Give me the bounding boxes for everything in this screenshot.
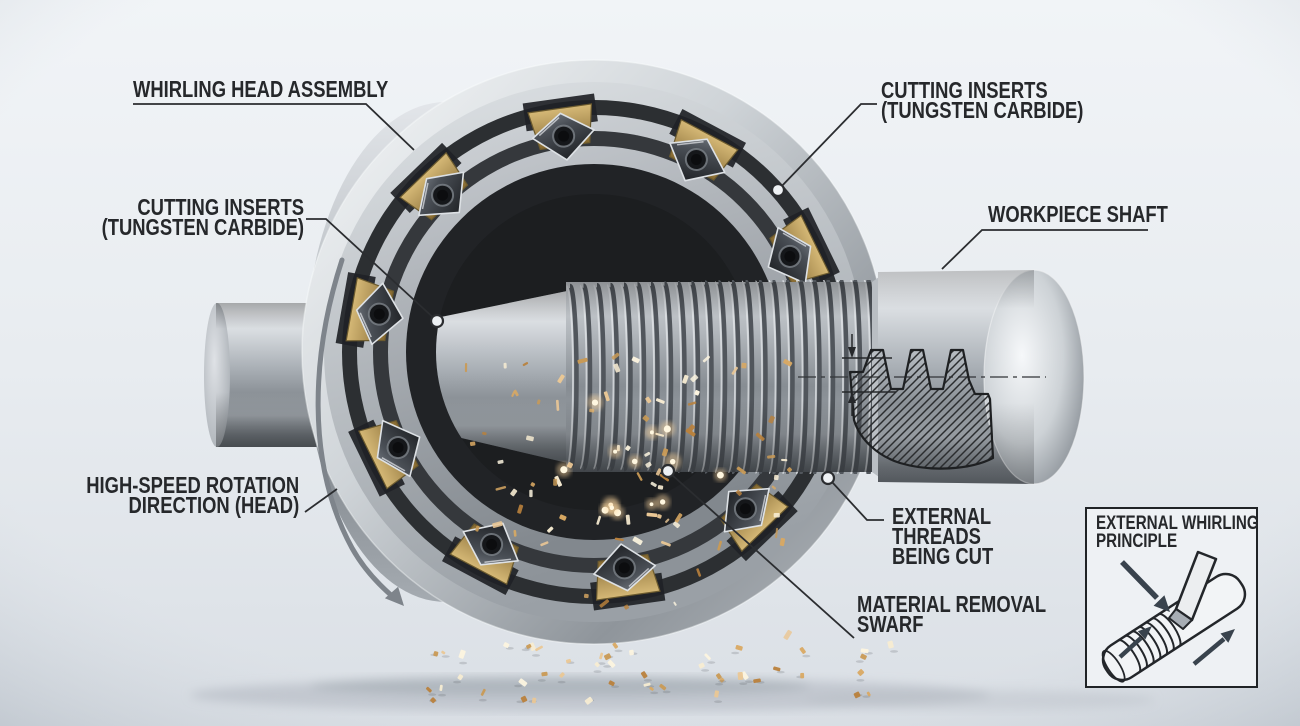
inset-threads: [1117, 613, 1182, 674]
inset-workpiece-rod: [1101, 572, 1247, 683]
label-text: CUTTING INSERTS: [137, 194, 304, 220]
label-text: CUTTING INSERTS: [881, 77, 1048, 103]
label-text: PRINCIPLE: [1096, 531, 1178, 552]
label-rotation-direction: HIGH-SPEED ROTATION DIRECTION (HEAD): [33, 472, 299, 518]
label-material-removal-swarf: MATERIAL REMOVAL SWARF: [857, 591, 1093, 637]
label-external-threads: EXTERNAL THREADS BEING CUT: [892, 503, 1019, 569]
label-text: DIRECTION (HEAD): [128, 492, 299, 518]
inset-cutting-tool: [1168, 550, 1218, 630]
label-text: MATERIAL REMOVAL: [857, 591, 1047, 617]
label-text: THREADS: [892, 523, 981, 549]
label-text: EXTERNAL WHIRLING: [1096, 513, 1259, 534]
label-text: (TUNGSTEN CARBIDE): [101, 214, 304, 240]
label-text: WHIRLING HEAD ASSEMBLY: [133, 76, 389, 102]
label-workpiece-shaft: WORKPIECE SHAFT: [988, 201, 1213, 227]
label-text: WORKPIECE SHAFT: [988, 201, 1168, 227]
label-text: (TUNGSTEN CARBIDE): [881, 97, 1084, 123]
label-text: HIGH-SPEED ROTATION: [86, 472, 299, 498]
inset-title: EXTERNAL WHIRLING PRINCIPLE: [1096, 513, 1299, 552]
label-text: BEING CUT: [892, 543, 994, 569]
external-whirling-principle-inset: EXTERNAL WHIRLING PRINCIPLE: [1085, 507, 1259, 688]
label-text: SWARF: [857, 611, 924, 637]
label-cutting-inserts-left: CUTTING INSERTS (TUNGSTEN CARBIDE): [51, 194, 304, 240]
inset-motion-arrows: [1118, 560, 1235, 666]
label-whirling-head-assembly: WHIRLING HEAD ASSEMBLY: [133, 76, 452, 102]
inset-diagram: [1101, 550, 1247, 683]
label-cutting-inserts-right: CUTTING INSERTS (TUNGSTEN CARBIDE): [881, 77, 1134, 123]
label-text: EXTERNAL: [892, 503, 992, 529]
